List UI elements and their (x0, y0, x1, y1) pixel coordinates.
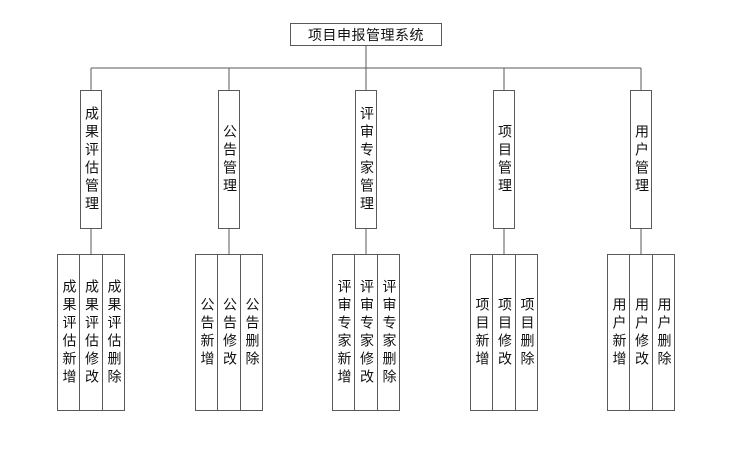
child-node: 成果评估修改 (79, 254, 103, 411)
module-label: 评审专家管理 (358, 105, 374, 214)
child-node: 项目新增 (470, 254, 493, 411)
child-node: 项目删除 (515, 254, 538, 411)
child-label: 公告修改 (221, 296, 237, 369)
module-label: 成果评估管理 (83, 105, 99, 214)
child-node: 评审专家新增 (332, 254, 355, 411)
child-label: 用户修改 (633, 296, 649, 369)
child-label: 公告新增 (198, 296, 215, 369)
child-node: 公告新增 (195, 254, 218, 411)
module-node-project: 项目管理 (493, 90, 515, 229)
child-label: 项目新增 (473, 296, 490, 369)
module-node-user: 用户管理 (630, 90, 652, 229)
child-label: 评审专家新增 (335, 278, 352, 387)
child-label: 公告删除 (243, 296, 260, 369)
child-label: 用户新增 (610, 296, 627, 369)
child-node: 评审专家修改 (354, 254, 378, 411)
child-node: 成果评估新增 (57, 254, 80, 411)
child-label: 成果评估修改 (83, 278, 99, 387)
child-node: 成果评估删除 (102, 254, 125, 411)
child-node: 项目修改 (492, 254, 516, 411)
child-label: 用户删除 (655, 296, 672, 369)
root-node-label: 项目申报管理系统 (308, 27, 424, 44)
child-label: 项目修改 (496, 296, 512, 369)
module-node-expert: 评审专家管理 (355, 90, 377, 229)
module-node-announcement: 公告管理 (218, 90, 240, 229)
child-label: 项目删除 (518, 296, 535, 369)
child-label: 评审专家删除 (380, 278, 397, 387)
child-node: 评审专家删除 (377, 254, 400, 411)
child-label: 评审专家修改 (358, 278, 374, 387)
child-node: 公告删除 (240, 254, 263, 411)
root-node: 项目申报管理系统 (290, 23, 442, 46)
child-label: 成果评估删除 (105, 278, 122, 387)
child-node: 用户修改 (629, 254, 653, 411)
module-label: 项目管理 (496, 123, 512, 196)
child-label: 成果评估新增 (60, 278, 77, 387)
module-node-achievement: 成果评估管理 (80, 90, 102, 229)
child-node: 用户删除 (652, 254, 675, 411)
module-label: 用户管理 (633, 123, 649, 196)
child-node: 用户新增 (607, 254, 630, 411)
child-node: 公告修改 (217, 254, 241, 411)
module-label: 公告管理 (221, 123, 237, 196)
